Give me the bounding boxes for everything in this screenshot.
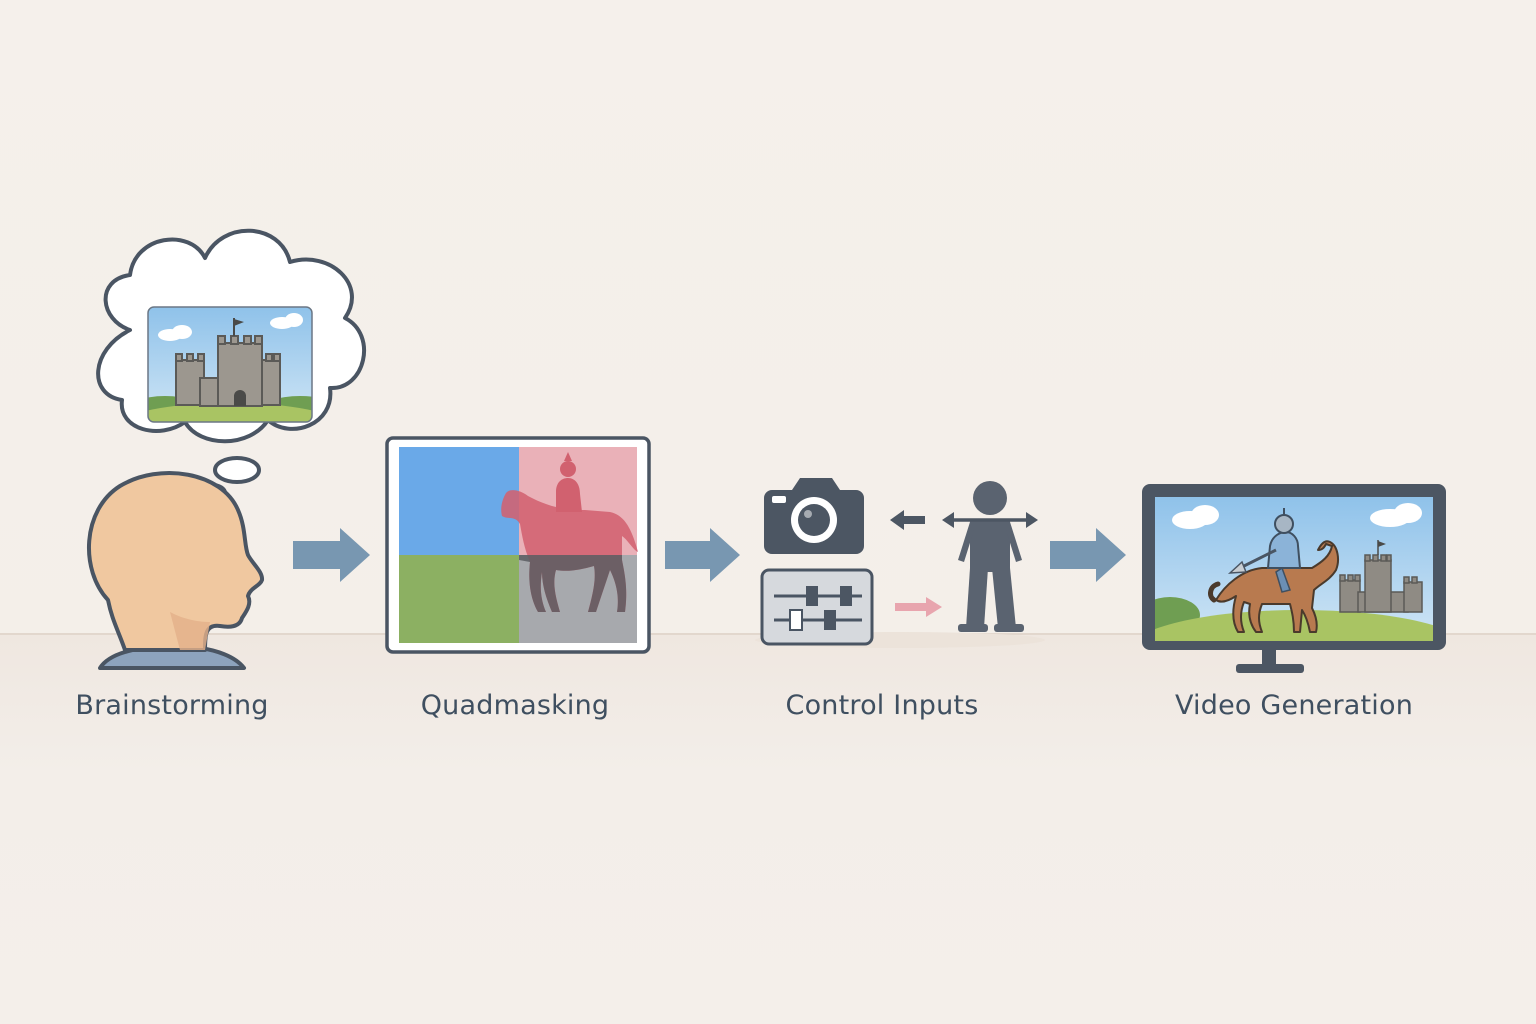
horse-rider-figure <box>1208 508 1339 633</box>
camera-icon <box>764 478 864 554</box>
arrow-2-icon <box>665 528 740 582</box>
camera-sliders-figure-icon <box>755 478 1045 648</box>
arrow-1-icon <box>293 528 370 582</box>
step-label-video-generation: Video Generation <box>1174 690 1414 721</box>
arrow-left-small-icon <box>890 510 925 530</box>
mask-quadrant-blue <box>399 447 519 555</box>
head-with-thought-bubble-icon <box>86 228 367 670</box>
mask-quadrant-green <box>399 555 519 643</box>
thought-image-frame <box>147 306 313 423</box>
generated-video-frame <box>1155 497 1433 641</box>
step-label-brainstorming: Brainstorming <box>75 690 269 721</box>
arrow-3-icon <box>1050 528 1126 582</box>
quad-mask-frame-icon <box>385 436 651 654</box>
person-figure-icon <box>942 481 1038 632</box>
castle-thought-image <box>148 307 312 422</box>
floor-surface <box>0 633 1536 1024</box>
step-label-control-inputs: Control Inputs <box>785 690 979 721</box>
person-head <box>86 471 265 670</box>
arrow-right-pink-icon <box>895 597 942 617</box>
sliders-icon <box>760 568 874 646</box>
monitor-knight-castle-icon <box>1142 484 1446 673</box>
step-label-quadmasking: Quadmasking <box>420 690 610 721</box>
